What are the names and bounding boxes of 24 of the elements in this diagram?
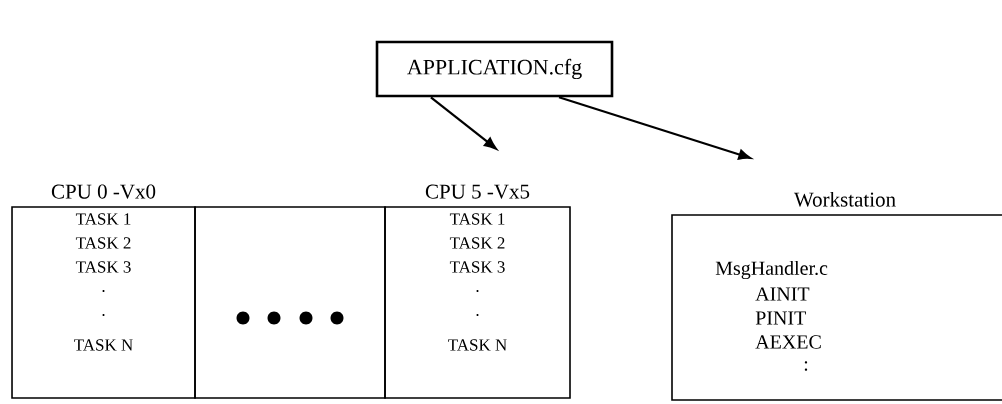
task-label: TASK 3 [449,261,505,273]
task-label: . [476,314,479,316]
code-label: : [804,361,808,371]
task-label: TASK 3 [75,261,131,273]
code-label: PINIT [755,311,806,325]
arrow [430,96,497,150]
arrow [558,96,751,160]
code-label: AINIT [755,287,810,301]
box-heading: CPU 5 -Vx5 [425,184,530,199]
ellipsis-box [194,206,386,399]
task-label: TASK 1 [75,213,131,225]
task-label: TASK 1 [449,213,505,225]
code-label: MsgHandler.c [715,260,828,280]
task-label: . [102,290,105,292]
task-label: . [476,290,479,292]
task-label: TASK 2 [449,237,505,249]
task-label: TASK 2 [75,237,131,249]
task-label: TASK N [74,339,133,351]
file-box: APPLICATION.cfg [375,40,614,98]
box-heading: CPU 0 -Vx0 [51,184,156,199]
task-label: TASK N [448,339,507,351]
code-label: AEXEC [755,335,821,349]
box-heading: Workstation [793,191,896,207]
task-label: . [102,314,105,316]
